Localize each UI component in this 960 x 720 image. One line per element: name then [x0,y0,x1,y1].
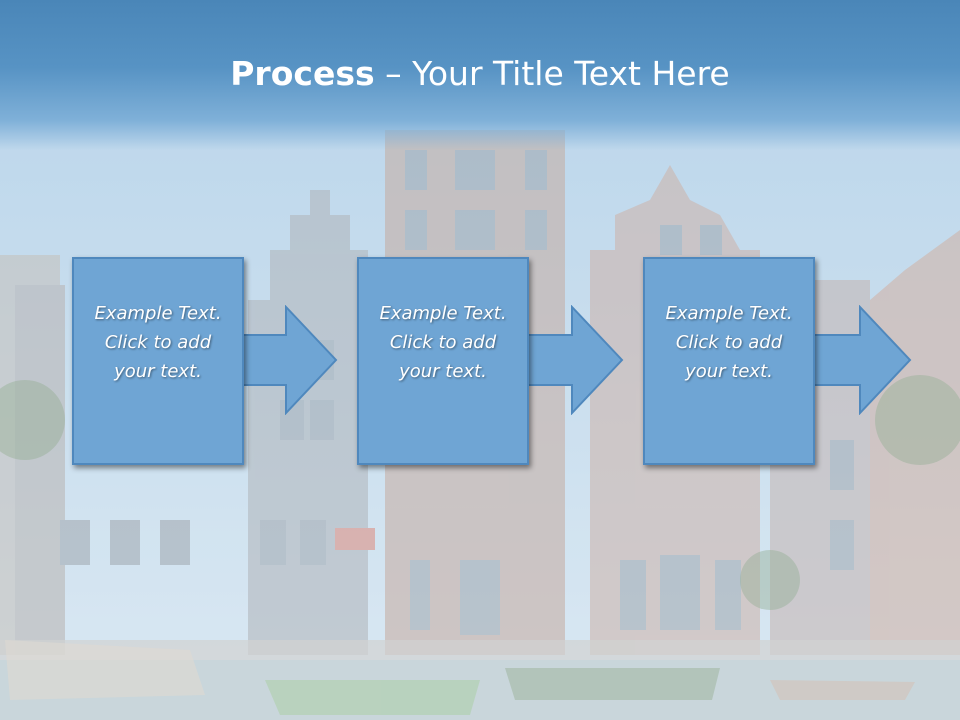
step-3-box[interactable]: Example Text. Click to add your text. [643,257,815,465]
slide-title-bold: Process [230,54,375,93]
slide-title[interactable]: Process – Your Title Text Here [0,52,960,96]
step-2-text[interactable]: Example Text. Click to add your text. [379,302,507,382]
step-3-arrow [806,305,912,415]
step-1-arrow [236,305,338,415]
slide-title-rest: – Your Title Text Here [374,54,730,93]
title-band [0,0,960,150]
step-1-box[interactable]: Example Text. Click to add your text. [72,257,244,465]
step-1-text[interactable]: Example Text. Click to add your text. [94,302,222,382]
step-3-text[interactable]: Example Text. Click to add your text. [665,302,793,382]
step-2-box[interactable]: Example Text. Click to add your text. [357,257,529,465]
step-2-arrow [522,305,624,415]
